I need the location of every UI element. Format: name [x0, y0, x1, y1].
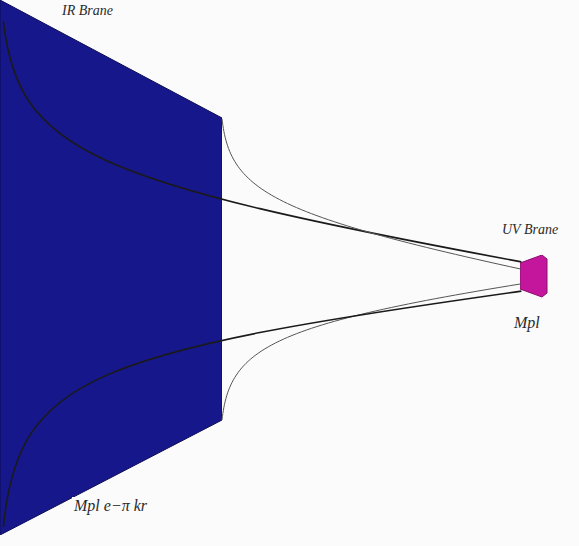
brane-label: UV Brane	[500, 222, 560, 238]
mass-scale-label: Mpl	[512, 314, 542, 332]
flux-line	[3, 21, 521, 261]
ir-brane-shape	[0, 0, 222, 535]
mass-scale-label: Mpl e−π kr	[72, 497, 149, 515]
uv-brane-shape	[520, 255, 548, 298]
brane-label: IR Brane	[60, 3, 115, 19]
ir-brane: IR BraneMpl e−π kr	[0, 0, 225, 546]
flux-line	[3, 291, 521, 527]
uv-brane: UV BraneMpl	[490, 222, 575, 342]
flux-line	[222, 284, 521, 420]
flux-line	[222, 119, 521, 269]
